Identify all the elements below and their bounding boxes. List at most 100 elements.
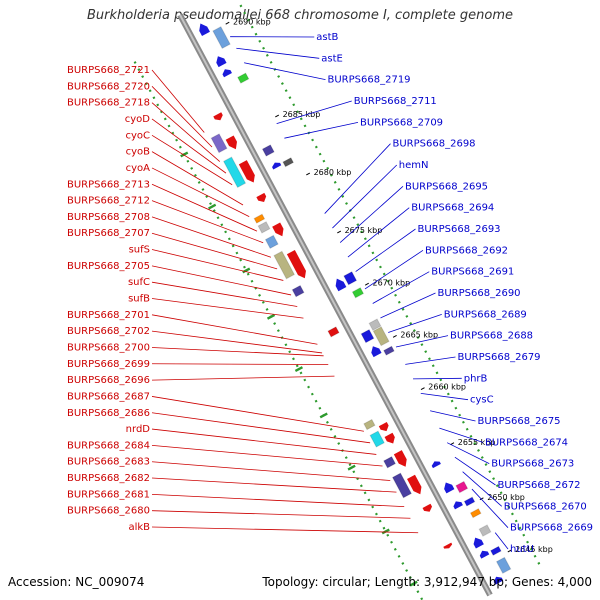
kbp-label: 2645 kbp bbox=[515, 545, 553, 554]
right-gene-label: BURPS668_2672 bbox=[498, 480, 581, 491]
left-gene-label: BURPS668_2701 bbox=[67, 310, 150, 321]
right-gene-label: BURPS668_2690 bbox=[438, 288, 521, 299]
kbp-tick bbox=[225, 21, 230, 25]
right-leader bbox=[355, 228, 416, 272]
right-leader bbox=[244, 62, 326, 81]
right-gene-label: BURPS668_2694 bbox=[411, 203, 494, 214]
topology-text: Topology: circular; Length: 3,912,947 bp… bbox=[262, 575, 592, 589]
right-gene-label: BURPS668_2689 bbox=[444, 309, 527, 320]
right-gene-label: BURPS668_2698 bbox=[393, 139, 476, 150]
gene-features bbox=[199, 23, 512, 585]
gene-box bbox=[360, 328, 375, 344]
left-gene-label: BURPS668_2721 bbox=[67, 65, 150, 76]
left-leader bbox=[151, 232, 278, 270]
kbp-label: 2650 kbp bbox=[487, 493, 525, 502]
right-leader bbox=[420, 392, 469, 401]
right-leader bbox=[405, 356, 456, 365]
left-gene-label: cyoB bbox=[126, 147, 151, 158]
kbp-tick bbox=[275, 114, 280, 118]
right-gene-label: astB bbox=[316, 32, 338, 43]
right-leader bbox=[388, 313, 442, 333]
left-gene-label: nrdD bbox=[126, 424, 151, 435]
gene-box bbox=[455, 480, 469, 494]
gene-arrow bbox=[286, 250, 306, 279]
left-gene-label: BURPS668_2700 bbox=[67, 342, 150, 353]
left-leader bbox=[151, 281, 298, 307]
gene-box bbox=[264, 234, 279, 250]
left-leader bbox=[151, 428, 377, 455]
left-gene-label: BURPS668_2702 bbox=[67, 326, 150, 337]
left-leader bbox=[151, 167, 250, 217]
right-leader bbox=[236, 47, 320, 59]
left-gene-label: BURPS668_2686 bbox=[67, 408, 150, 419]
gene-arrow bbox=[444, 482, 455, 494]
right-gene-label: phrB bbox=[464, 373, 488, 384]
right-gene-label: BURPS668_2693 bbox=[418, 224, 501, 235]
left-leader bbox=[151, 461, 391, 481]
left-gene-label: sufB bbox=[128, 294, 150, 305]
left-gene-label: BURPS668_2713 bbox=[67, 179, 150, 190]
left-gene-label: sufC bbox=[128, 277, 150, 288]
right-leader bbox=[276, 100, 352, 125]
gene-arrow bbox=[384, 432, 395, 444]
gene-box bbox=[489, 545, 502, 556]
left-leader bbox=[151, 102, 221, 162]
left-leader bbox=[151, 298, 304, 319]
left-leader bbox=[151, 412, 371, 444]
gene-box bbox=[368, 318, 382, 331]
left-leader bbox=[151, 200, 264, 244]
right-leader bbox=[324, 143, 391, 214]
left-gene-label: BURPS668_2680 bbox=[67, 506, 150, 517]
gc-tick bbox=[180, 151, 189, 158]
left-leader bbox=[151, 249, 284, 281]
right-leader bbox=[332, 164, 398, 229]
right-gene-label: hemN bbox=[399, 160, 429, 171]
left-leader bbox=[151, 526, 419, 534]
kbp-tick bbox=[479, 497, 484, 501]
gene-box bbox=[257, 221, 271, 234]
left-leader bbox=[151, 477, 397, 493]
gene-arrow bbox=[335, 278, 347, 292]
gene-arrow bbox=[272, 162, 282, 170]
left-leader bbox=[151, 363, 329, 365]
backbone bbox=[177, 13, 493, 597]
gene-arrow bbox=[272, 222, 284, 237]
gene-box bbox=[383, 345, 395, 356]
gc-tick bbox=[319, 412, 328, 419]
kbp-tick bbox=[337, 230, 342, 234]
left-gene-labels: BURPS668_2721BURPS668_2720BURPS668_2718c… bbox=[67, 65, 419, 534]
gene-arrow bbox=[422, 503, 433, 512]
right-leader bbox=[429, 410, 476, 422]
gene-arrow bbox=[479, 550, 490, 559]
right-gene-label: BURPS668_2679 bbox=[458, 352, 541, 363]
gc-tick bbox=[347, 464, 356, 471]
gene-box bbox=[383, 455, 397, 469]
left-gene-label: BURPS668_2720 bbox=[67, 81, 150, 92]
right-gene-label: BURPS668_2673 bbox=[491, 459, 574, 470]
kbp-tick bbox=[364, 282, 369, 286]
right-leader bbox=[339, 186, 404, 243]
gene-box bbox=[327, 326, 340, 338]
left-leader bbox=[151, 265, 292, 296]
gene-box bbox=[351, 287, 365, 299]
kbp-label: 2690 kbp bbox=[233, 17, 271, 26]
right-leader bbox=[372, 271, 430, 304]
left-gene-label: cyoA bbox=[126, 163, 151, 174]
left-gene-label: BURPS668_2682 bbox=[67, 473, 150, 484]
kbp-tick bbox=[507, 549, 512, 553]
left-gene-label: BURPS668_2696 bbox=[67, 375, 150, 386]
kbp-label: 2665 kbp bbox=[400, 331, 438, 340]
gene-box bbox=[261, 144, 275, 157]
left-leader bbox=[151, 444, 383, 467]
left-leader bbox=[151, 314, 318, 345]
right-leader bbox=[284, 121, 359, 139]
gene-box bbox=[372, 326, 390, 347]
right-leader bbox=[471, 488, 509, 528]
gene-arrow bbox=[222, 69, 232, 78]
gene-box bbox=[469, 508, 482, 519]
right-leader bbox=[494, 532, 509, 550]
right-leader bbox=[446, 442, 490, 465]
right-gene-label: BURPS668_2674 bbox=[485, 437, 568, 448]
